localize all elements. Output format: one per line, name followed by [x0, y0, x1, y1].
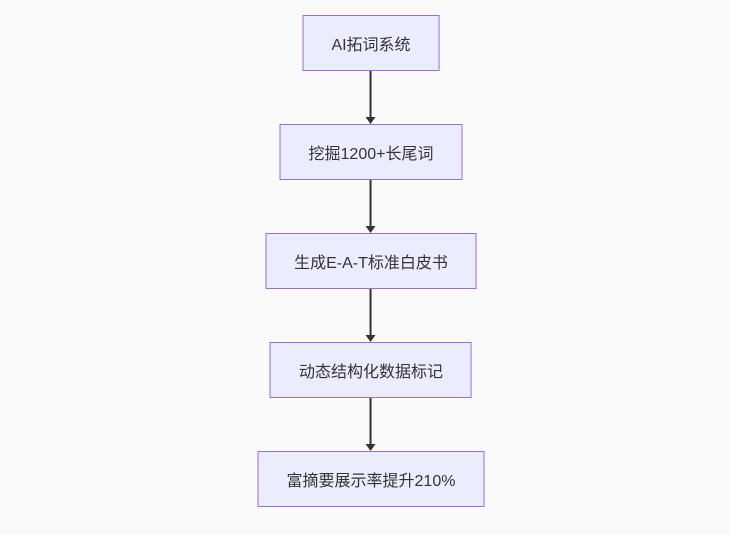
flow-edge-2: [366, 180, 376, 233]
edge-line: [370, 180, 372, 226]
edge-line: [370, 398, 372, 444]
flow-edge-1: [366, 71, 376, 124]
flow-edge-4: [366, 398, 376, 451]
flow-node-label: 动态结构化数据标记: [298, 364, 443, 381]
arrow-down-icon: [366, 117, 376, 124]
flow-node-ai-expansion-system: AI拓词系统: [302, 15, 440, 71]
flow-node-label: 挖掘1200+长尾词: [308, 146, 434, 163]
flow-node-structured-data-markup: 动态结构化数据标记: [269, 342, 472, 398]
flow-node-rich-snippet-uplift: 富摘要展示率提升210%: [257, 451, 485, 507]
flow-node-label: AI拓词系统: [331, 37, 411, 54]
flow-edge-3: [366, 289, 376, 342]
edge-line: [370, 71, 372, 117]
arrow-down-icon: [366, 444, 376, 451]
arrow-down-icon: [366, 335, 376, 342]
flow-node-eat-whitepaper: 生成E-A-T标准白皮书: [265, 233, 477, 289]
flow-node-longtail-mining: 挖掘1200+长尾词: [279, 124, 463, 180]
edge-line: [370, 289, 372, 335]
flow-node-label: 生成E-A-T标准白皮书: [294, 255, 448, 272]
arrow-down-icon: [366, 226, 376, 233]
flow-node-label: 富摘要展示率提升210%: [286, 473, 456, 490]
flowchart-column: AI拓词系统 挖掘1200+长尾词 生成E-A-T标准白皮书 动态结构化数据标记: [257, 15, 485, 507]
